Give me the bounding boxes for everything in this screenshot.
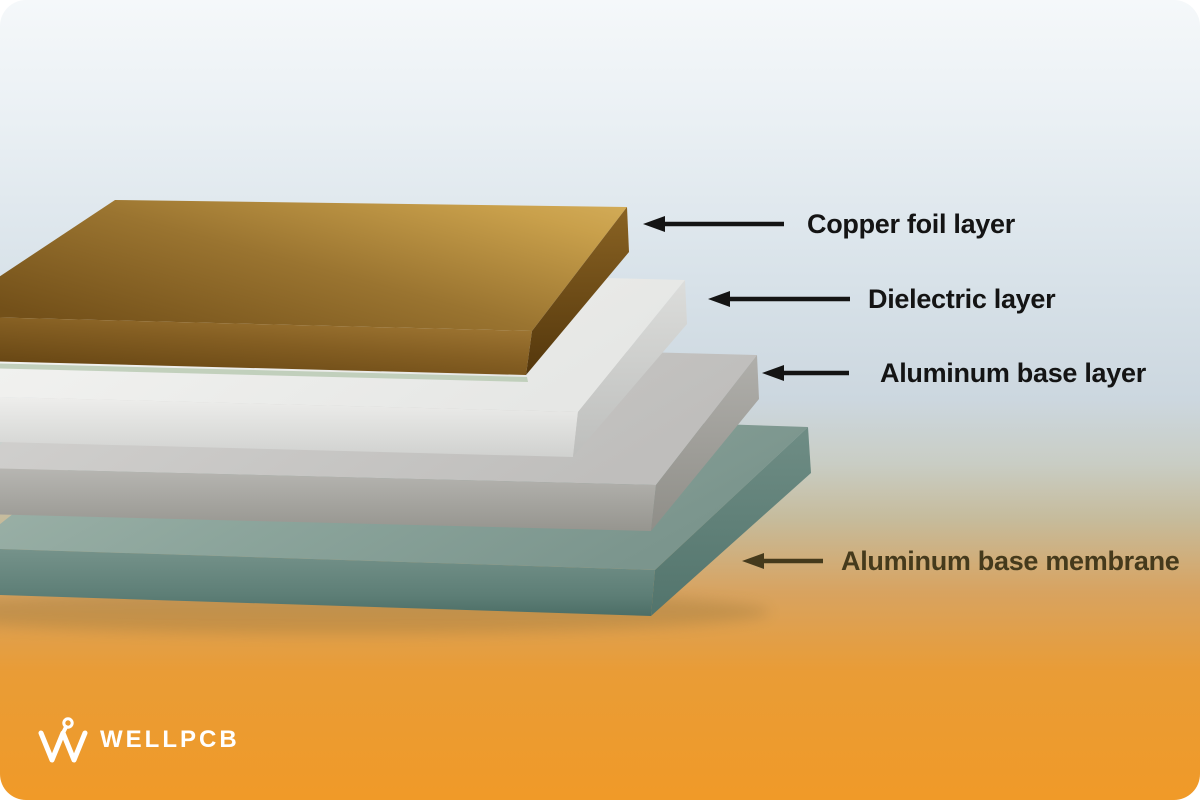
dielectric-right-face xyxy=(573,280,687,457)
left-arrow-icon xyxy=(742,553,823,569)
membrane-front-face xyxy=(0,548,655,616)
left-arrow-icon xyxy=(762,365,849,381)
layer-label-aluminum-base: Aluminum base layer xyxy=(880,358,1146,388)
left-arrow-icon xyxy=(708,291,850,307)
copper-front-face xyxy=(0,317,532,375)
membrane-right-face xyxy=(651,427,811,616)
copper-right-face xyxy=(526,207,629,375)
layer-label-aluminum-membrane: Aluminum base membrane xyxy=(841,546,1180,576)
annotation-aluminum-membrane: Aluminum base membrane xyxy=(742,544,1180,578)
layer-label-dielectric: Dielectric layer xyxy=(868,284,1056,314)
w-circuit-trace-icon xyxy=(38,717,88,763)
copper-underside-highlight xyxy=(0,363,528,382)
copper-top-face xyxy=(0,200,627,331)
wellpcb-logo: WELLPCB xyxy=(36,714,240,766)
aluminum-right-face xyxy=(651,355,759,531)
layer-label-copper: Copper foil layer xyxy=(807,209,1015,239)
dielectric-front-face xyxy=(0,396,578,457)
annotation-aluminum-base: Aluminum base layer xyxy=(762,356,1146,390)
annotation-copper-foil: Copper foil layer xyxy=(643,207,1015,241)
aluminum-front-face xyxy=(0,468,656,531)
copper-foil-layer-graphic xyxy=(0,200,629,375)
annotation-dielectric: Dielectric layer xyxy=(708,282,1056,316)
wellpcb-logo-text: WELLPCB xyxy=(100,726,240,753)
left-arrow-icon xyxy=(643,216,784,232)
